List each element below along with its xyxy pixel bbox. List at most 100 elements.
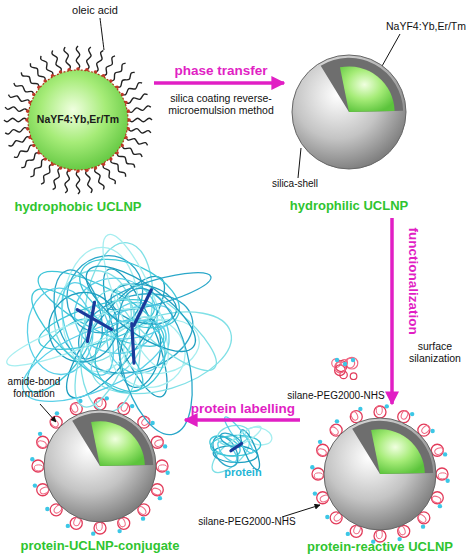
- peg-loop: [154, 439, 165, 448]
- oleic-acid-chain: [76, 46, 79, 69]
- nhs-group: [310, 465, 314, 469]
- particle-title: hydrophilic UCLNP: [284, 199, 414, 214]
- annotation-label: silane-PEG2000-NHS: [194, 516, 300, 528]
- peg-loop: [350, 411, 359, 422]
- step-label: phase transfer: [160, 63, 282, 79]
- oleic-acid-chain: [117, 153, 135, 168]
- peg-loop: [156, 460, 168, 472]
- leader-line: [298, 148, 301, 178]
- nhs-group: [66, 524, 70, 528]
- oleic-acid-chain: [128, 129, 151, 133]
- peg-loop: [314, 473, 323, 479]
- peg-loop: [158, 465, 167, 471]
- peg-loop: [70, 403, 79, 414]
- peg-loop: [376, 530, 382, 539]
- oleic-acid-chain: [86, 170, 92, 193]
- oleic-acid-chain: [21, 153, 39, 168]
- peg-loop: [434, 447, 445, 456]
- particle-title: protein-reactive UCLNP: [300, 540, 460, 555]
- illustration-group: [2, 18, 450, 544]
- protein-strand: [12, 304, 176, 419]
- oleic-acid-chain: [76, 171, 79, 194]
- silica-shell: [44, 410, 156, 522]
- annotation-label: protein: [213, 466, 273, 479]
- annotation-label: surface silanization: [398, 340, 472, 364]
- nhs-group: [410, 412, 414, 416]
- oleic-acid-chain: [64, 47, 70, 70]
- nhs-group: [313, 491, 317, 495]
- protein-strand: [106, 272, 227, 383]
- shell-cut-face: [321, 58, 403, 112]
- oleic-acid-chain: [14, 83, 34, 95]
- oleic-acid-chain: [21, 72, 39, 87]
- annotation-label: amide-bond formation: [2, 376, 66, 399]
- core-composition: NaYF4:Yb,Er/Tm: [18, 113, 138, 125]
- nhs-group: [385, 404, 389, 408]
- leader-line: [100, 18, 104, 50]
- oleic-acid-chain: [65, 170, 69, 193]
- particle-group: [44, 410, 156, 522]
- protein-helix: [87, 302, 94, 341]
- peg-loop: [350, 373, 357, 380]
- peg-loop: [312, 468, 324, 480]
- nhs-group: [358, 407, 362, 411]
- leader-line: [282, 505, 320, 517]
- oleic-acid-chain: [129, 118, 152, 121]
- protein-helix: [132, 324, 134, 364]
- nhs-group: [335, 419, 339, 423]
- protein-helix: [134, 290, 151, 326]
- peg-loop: [376, 406, 382, 415]
- peg-loop: [350, 411, 362, 423]
- particle-shape: [300, 404, 460, 558]
- peg-loop: [151, 484, 163, 496]
- nhs-group: [346, 532, 350, 536]
- particle-title: protein-UCLNP-conjugate: [15, 539, 185, 554]
- peg-loop: [118, 517, 130, 529]
- peg-loop: [94, 522, 106, 534]
- annotation-label: NaYF4:Yb,Er/Tm: [378, 20, 474, 32]
- protein-helix: [77, 310, 111, 330]
- particle-core: [371, 429, 425, 474]
- peg-loop: [438, 473, 447, 479]
- nhs-group: [117, 529, 121, 533]
- particle-node: NaYF4:Yb,Er/Tm hydrophobic UCLNP: [2, 44, 154, 218]
- particle-node: protein-UCLNP-conjugate: [15, 396, 185, 558]
- oleic-acid-chain: [122, 146, 142, 158]
- peg-loop: [398, 525, 410, 537]
- nhs-group: [443, 452, 447, 456]
- peg-loop: [374, 406, 386, 418]
- oleic-acid-chain: [87, 47, 91, 70]
- oleic-acid-chain: [8, 95, 30, 103]
- peg-loop: [37, 440, 48, 449]
- nhs-group: [325, 515, 329, 519]
- step-label: functionalization: [405, 216, 421, 346]
- nhs-group: [105, 396, 109, 400]
- annotation-label: silica-shell: [262, 178, 328, 190]
- annotation-label: silica coating reverse-microemulsion met…: [163, 92, 279, 116]
- oleic-acid-chain: [95, 50, 103, 72]
- nhs-group: [421, 524, 425, 528]
- nhs-group: [130, 404, 134, 408]
- particle-node: hydrophilic UCLNP: [284, 50, 414, 218]
- peg-loop: [151, 487, 162, 496]
- step-label: protein labelling: [178, 401, 308, 417]
- oleic-acid-chain: [126, 137, 148, 145]
- particle-title: hydrophobic UCLNP: [2, 200, 154, 215]
- oleic-acid-chain: [95, 168, 104, 190]
- protein-strand: [101, 299, 175, 346]
- peg-loop: [96, 522, 102, 531]
- nhs-group: [55, 411, 59, 415]
- oleic-acid-chain: [128, 106, 151, 112]
- protein-strand: [74, 252, 207, 367]
- particle-shape: [15, 396, 185, 558]
- particle-shape: [284, 50, 414, 218]
- shell-cut-face: [72, 413, 153, 466]
- oleic-acid-chain: [5, 107, 28, 111]
- particle-group: [324, 418, 436, 530]
- peg-loop: [34, 465, 43, 471]
- oleic-acid-chain: [53, 168, 61, 190]
- peg-loop: [346, 357, 358, 369]
- oleic-acid-chain: [41, 164, 53, 184]
- oleic-acid-chain: [30, 159, 45, 177]
